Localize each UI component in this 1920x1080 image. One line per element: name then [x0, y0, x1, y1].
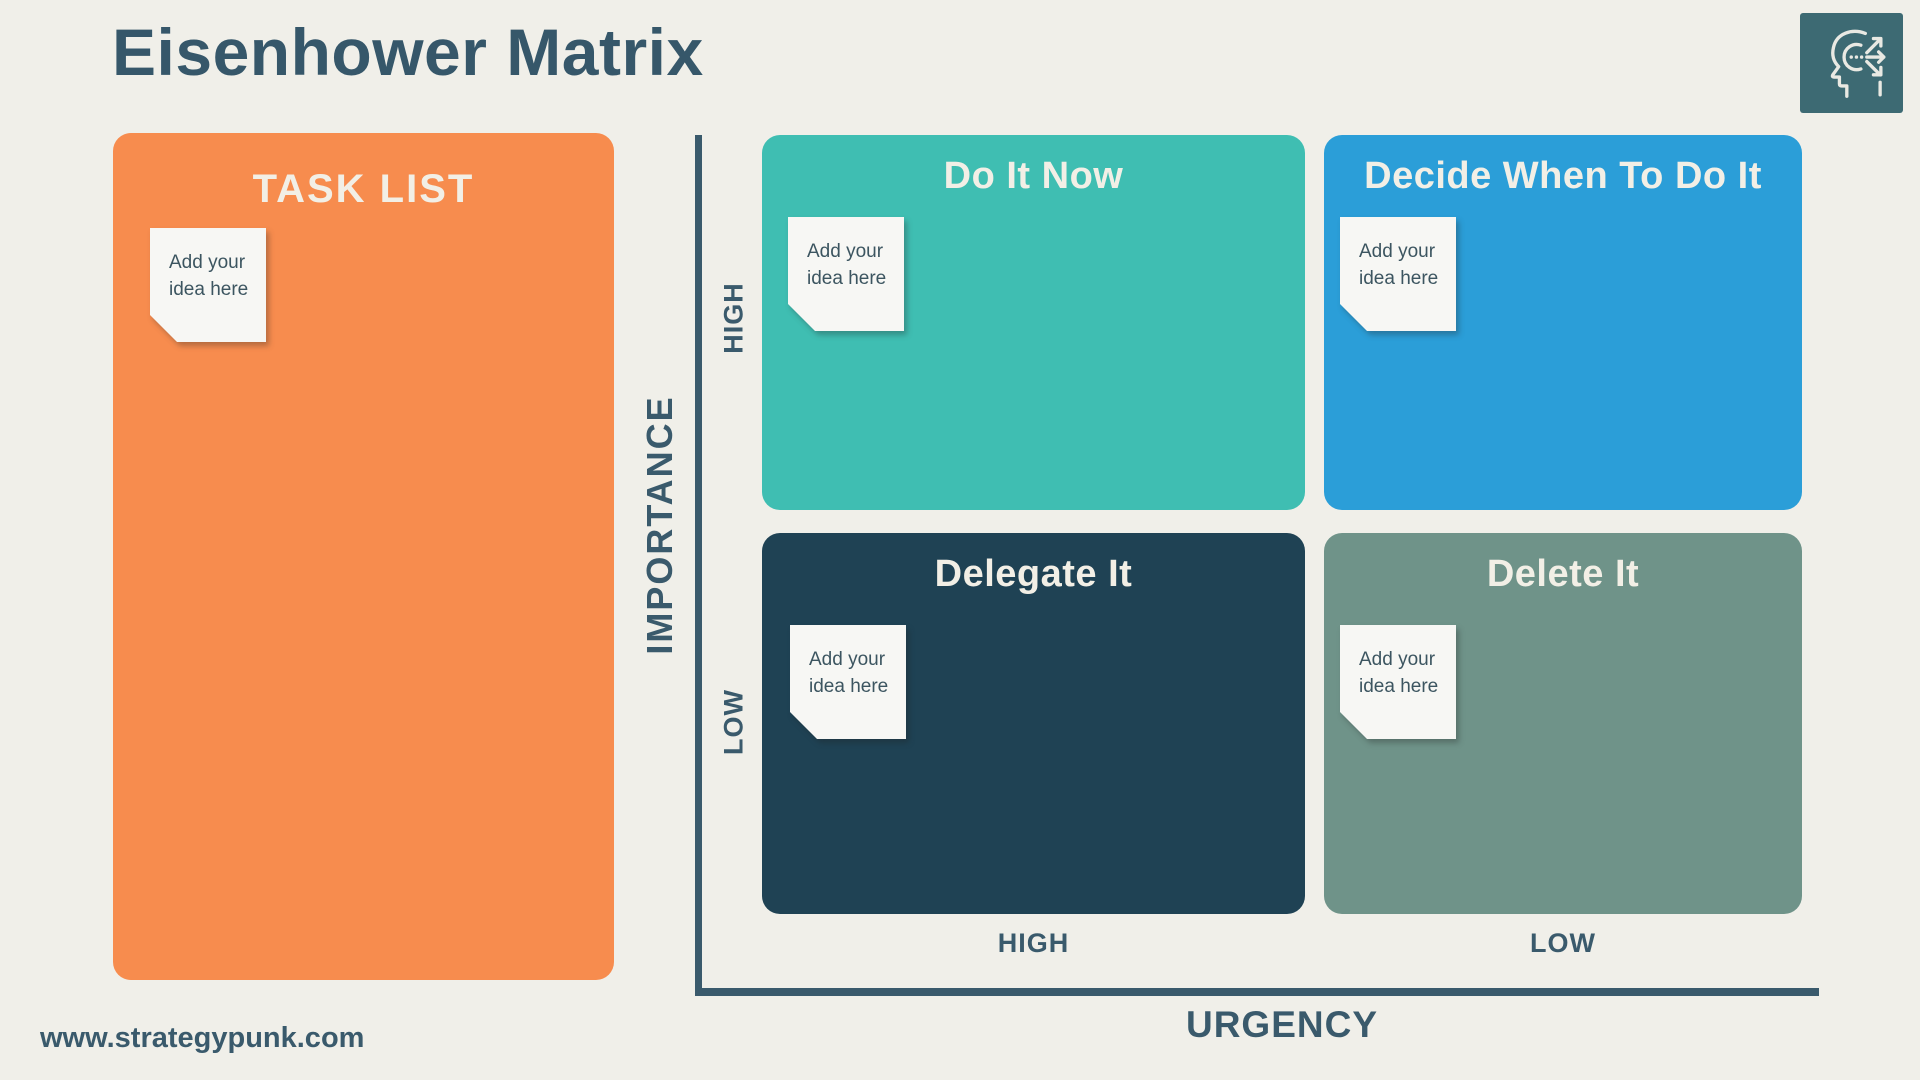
- sticky-note-text: Add your idea here: [809, 649, 889, 697]
- task-list-panel: TASK LIST Add your idea here: [113, 133, 614, 980]
- urgency-low-label: LOW: [1530, 928, 1596, 958]
- head-with-arrows-icon: [1830, 29, 1885, 98]
- importance-axis-label: IMPORTANCE: [639, 395, 680, 655]
- quadrant-title: Decide When To Do It: [1364, 155, 1762, 197]
- sticky-note-paper: Add your idea here: [1340, 217, 1456, 331]
- urgency-axis-label: URGENCY: [1185, 1004, 1379, 1045]
- quadrant-delete-it: Delete It Add your idea here: [1324, 533, 1802, 914]
- urgency-high-label: HIGH: [997, 928, 1070, 958]
- sticky-note-paper: Add your idea here: [788, 217, 904, 331]
- quadrant-title: Delete It: [1486, 553, 1640, 595]
- sticky-note-text: Add your idea here: [1359, 241, 1439, 289]
- website-url: www.strategypunk.com: [40, 1022, 365, 1054]
- importance-axis-line: [695, 135, 702, 996]
- quadrant-decide-when-to-do-it: Decide When To Do It Add your idea here: [1324, 135, 1802, 510]
- sticky-note[interactable]: Add your idea here: [150, 228, 266, 342]
- quadrant-do-it-now: Do It Now Add your idea here: [762, 135, 1305, 510]
- sticky-note[interactable]: Add your idea here: [788, 217, 904, 331]
- brand-logo: [1800, 13, 1903, 113]
- sticky-note-paper: Add your idea here: [1340, 625, 1456, 739]
- importance-low-label: LOW: [718, 689, 749, 755]
- sticky-note-paper: Add your idea here: [150, 228, 266, 342]
- quadrant-delegate-it: Delegate It Add your idea here: [762, 533, 1305, 914]
- urgency-axis-line: [695, 988, 1819, 996]
- importance-high-label: HIGH: [718, 282, 749, 354]
- sticky-note[interactable]: Add your idea here: [790, 625, 906, 739]
- sticky-note-text: Add your idea here: [807, 241, 887, 289]
- sticky-note-text: Add your idea here: [169, 252, 249, 300]
- task-list-title: TASK LIST: [252, 167, 475, 211]
- sticky-note-paper: Add your idea here: [790, 625, 906, 739]
- quadrant-title: Do It Now: [943, 155, 1124, 197]
- quadrant-title: Delegate It: [934, 553, 1133, 595]
- page-title: Eisenhower Matrix: [112, 15, 704, 89]
- sticky-note-text: Add your idea here: [1359, 649, 1439, 697]
- sticky-note[interactable]: Add your idea here: [1340, 625, 1456, 739]
- sticky-note[interactable]: Add your idea here: [1340, 217, 1456, 331]
